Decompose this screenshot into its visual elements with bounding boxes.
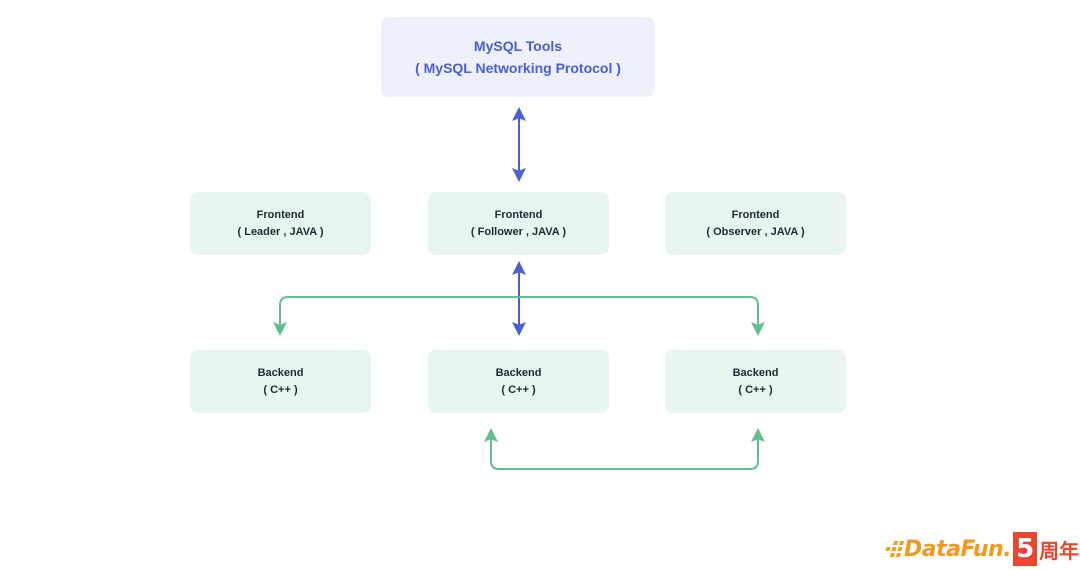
arrow-fanout-backends <box>273 296 765 336</box>
mysql-tools-node: MySQL Tools ( MySQL Networking Protocol … <box>381 17 655 97</box>
backend-node-left: Backend ( C++ ) <box>190 350 371 413</box>
backend-title: Backend <box>257 366 304 379</box>
backend-node-right: Backend ( C++ ) <box>665 350 846 413</box>
frontend-observer-node: Frontend ( Observer , JAVA ) <box>665 192 846 255</box>
backend-title: Backend <box>495 366 542 379</box>
frontend-follower-node: Frontend ( Follower , JAVA ) <box>428 192 609 255</box>
arrow-backend-replication <box>484 428 765 470</box>
frontend-subtitle: ( Leader , JAVA ) <box>237 225 324 238</box>
backend-subtitle: ( C++ ) <box>501 383 536 396</box>
frontend-leader-node: Frontend ( Leader , JAVA ) <box>190 192 371 255</box>
backend-subtitle: ( C++ ) <box>738 383 773 396</box>
backend-node-middle: Backend ( C++ ) <box>428 350 609 413</box>
frontend-title: Frontend <box>256 208 305 221</box>
mysql-tools-title: MySQL Tools <box>473 38 563 54</box>
datafun-logo: DataFun. 5 周年 <box>884 530 1080 568</box>
mysql-tools-subtitle: ( MySQL Networking Protocol ) <box>415 60 621 76</box>
backend-title: Backend <box>732 366 779 379</box>
frontend-subtitle: ( Follower , JAVA ) <box>470 225 567 238</box>
logo-dots-icon <box>884 541 905 557</box>
frontend-title: Frontend <box>731 208 780 221</box>
logo-suffix: 周年 <box>1039 538 1080 563</box>
backend-subtitle: ( C++ ) <box>263 383 298 396</box>
frontend-title: Frontend <box>494 208 543 221</box>
logo-text: DataFun. <box>904 536 1012 562</box>
logo-number: 5 <box>1013 532 1038 566</box>
frontend-subtitle: ( Observer , JAVA ) <box>706 225 805 238</box>
